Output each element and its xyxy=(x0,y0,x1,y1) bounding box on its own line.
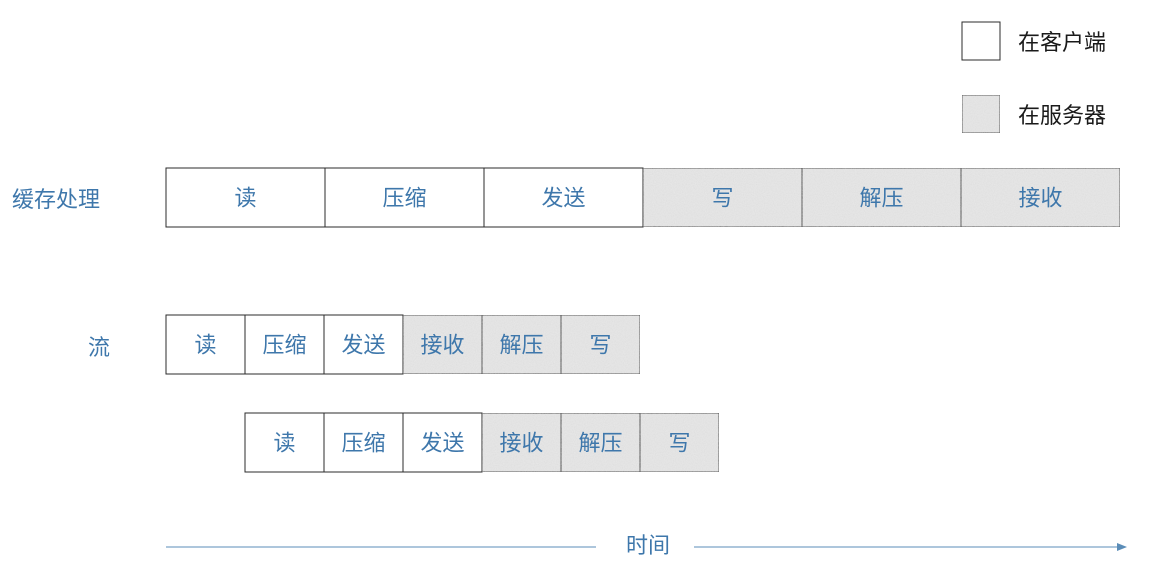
step-box-server xyxy=(960,167,1121,228)
step-label: 发送 xyxy=(420,432,464,457)
step-label: 接收 xyxy=(499,432,543,457)
step-label: 解压 xyxy=(499,334,543,359)
timeline: 时间 xyxy=(166,534,1127,559)
legend-server-label: 在服务器 xyxy=(1018,104,1106,129)
legend-client: 在客户端 xyxy=(961,21,1106,61)
step-label: 接收 xyxy=(1018,187,1062,212)
step-label: 发送 xyxy=(341,334,385,359)
step-label: 解压 xyxy=(578,432,622,457)
step-label: 压缩 xyxy=(341,432,385,457)
row-label-stream: 流 xyxy=(88,336,110,361)
step-label: 写 xyxy=(668,432,690,457)
timeline-label: 时间 xyxy=(626,534,670,559)
step-box-client xyxy=(323,412,404,473)
step-box-client xyxy=(165,314,246,375)
step-box-server xyxy=(801,167,962,228)
step-box-client xyxy=(244,412,325,473)
step-box-server xyxy=(481,412,562,473)
step-box-server xyxy=(560,314,641,375)
step-box-client xyxy=(324,167,485,228)
step-box-server xyxy=(402,314,483,375)
legend-server: 在服务器 xyxy=(961,94,1106,134)
step-box-server xyxy=(639,412,720,473)
step-label: 发送 xyxy=(541,187,585,212)
row-stream-2: 读 压缩 发送 接收 解压 写 xyxy=(244,412,720,473)
legend-client-label: 在客户端 xyxy=(1018,31,1106,56)
row-stream-1: 读 压缩 发送 接收 解压 写 xyxy=(165,314,641,375)
step-box-client xyxy=(323,314,404,375)
row-label-buffered: 缓存处理 xyxy=(12,188,100,213)
step-label: 压缩 xyxy=(262,334,306,359)
legend-server-swatch xyxy=(961,94,1001,134)
step-label: 读 xyxy=(273,432,295,457)
step-box-server xyxy=(560,412,641,473)
legend: 在客户端 在服务器 xyxy=(961,21,1106,134)
step-label: 写 xyxy=(711,187,733,212)
step-label: 读 xyxy=(234,187,256,212)
step-label: 压缩 xyxy=(382,187,426,212)
row-buffered: 读 压缩 发送 写 解压 接收 xyxy=(165,167,1121,228)
step-label: 解压 xyxy=(859,187,903,212)
step-box-server xyxy=(642,167,803,228)
step-label: 接收 xyxy=(420,334,464,359)
step-label: 写 xyxy=(589,334,611,359)
legend-client-swatch xyxy=(961,21,1001,61)
step-box-client xyxy=(244,314,325,375)
step-box-client xyxy=(483,167,644,228)
step-label: 读 xyxy=(194,334,216,359)
step-box-client xyxy=(165,167,326,228)
